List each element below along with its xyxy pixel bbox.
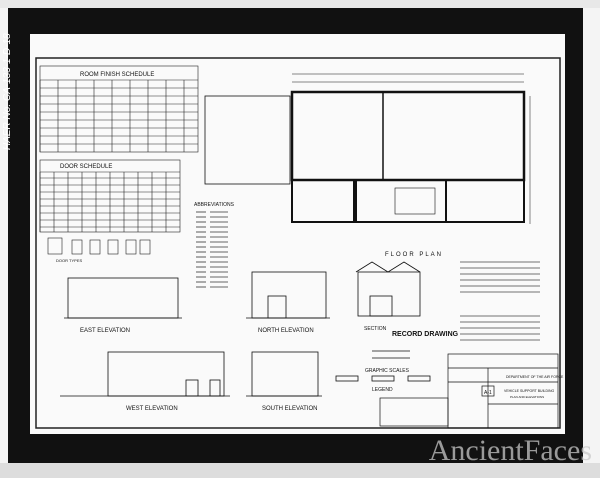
door-schedule (39, 159, 181, 233)
svg-text:DEPARTMENT OF THE AIR FORCE: DEPARTMENT OF THE AIR FORCE (506, 375, 564, 379)
svg-text:GRAPHIC SCALES: GRAPHIC SCALES (365, 368, 410, 374)
svg-text:A-1: A-1 (484, 390, 492, 396)
record-drawing-label: RECORD DRAWING (392, 331, 459, 338)
door-types (47, 237, 151, 255)
room-finish-schedule (39, 65, 199, 153)
west-elevation-label: WEST ELEVATION (126, 406, 178, 412)
floor-plan-label: FLOOR PLAN (385, 252, 443, 258)
svg-text:VEHICLE SUPPORT BUILDING: VEHICLE SUPPORT BUILDING (504, 389, 555, 393)
watermark-logo: AncientFaces (428, 434, 592, 467)
south-elevation-drawing (246, 351, 322, 397)
door-schedule-title: DOOR SCHEDULE (60, 164, 112, 170)
abbreviations-title: ABBREVIATIONS (194, 202, 235, 208)
svg-text:PLAN AND ELEVATIONS: PLAN AND ELEVATIONS (510, 395, 544, 399)
section-drawing (355, 261, 421, 317)
east-elevation-label: EAST ELEVATION (80, 328, 130, 334)
north-elevation-drawing (246, 271, 330, 319)
floor-plan (204, 73, 531, 224)
svg-text:DOOR TYPES: DOOR TYPES (56, 258, 82, 263)
west-elevation-drawing (60, 351, 230, 397)
graphic-scales (335, 350, 431, 382)
east-elevation-drawing (64, 277, 182, 319)
room-finish-title: ROOM FINISH SCHEDULE (80, 72, 154, 78)
north-elevation-label: NORTH ELEVATION (258, 328, 314, 334)
section-label: SECTION (364, 326, 387, 332)
title-block (379, 353, 559, 429)
haer-margin-label: HAER No. CA-133-1-D-18 (2, 33, 13, 150)
south-elevation-label: SOUTH ELEVATION (262, 406, 317, 412)
svg-text:LEGEND: LEGEND (372, 387, 393, 393)
